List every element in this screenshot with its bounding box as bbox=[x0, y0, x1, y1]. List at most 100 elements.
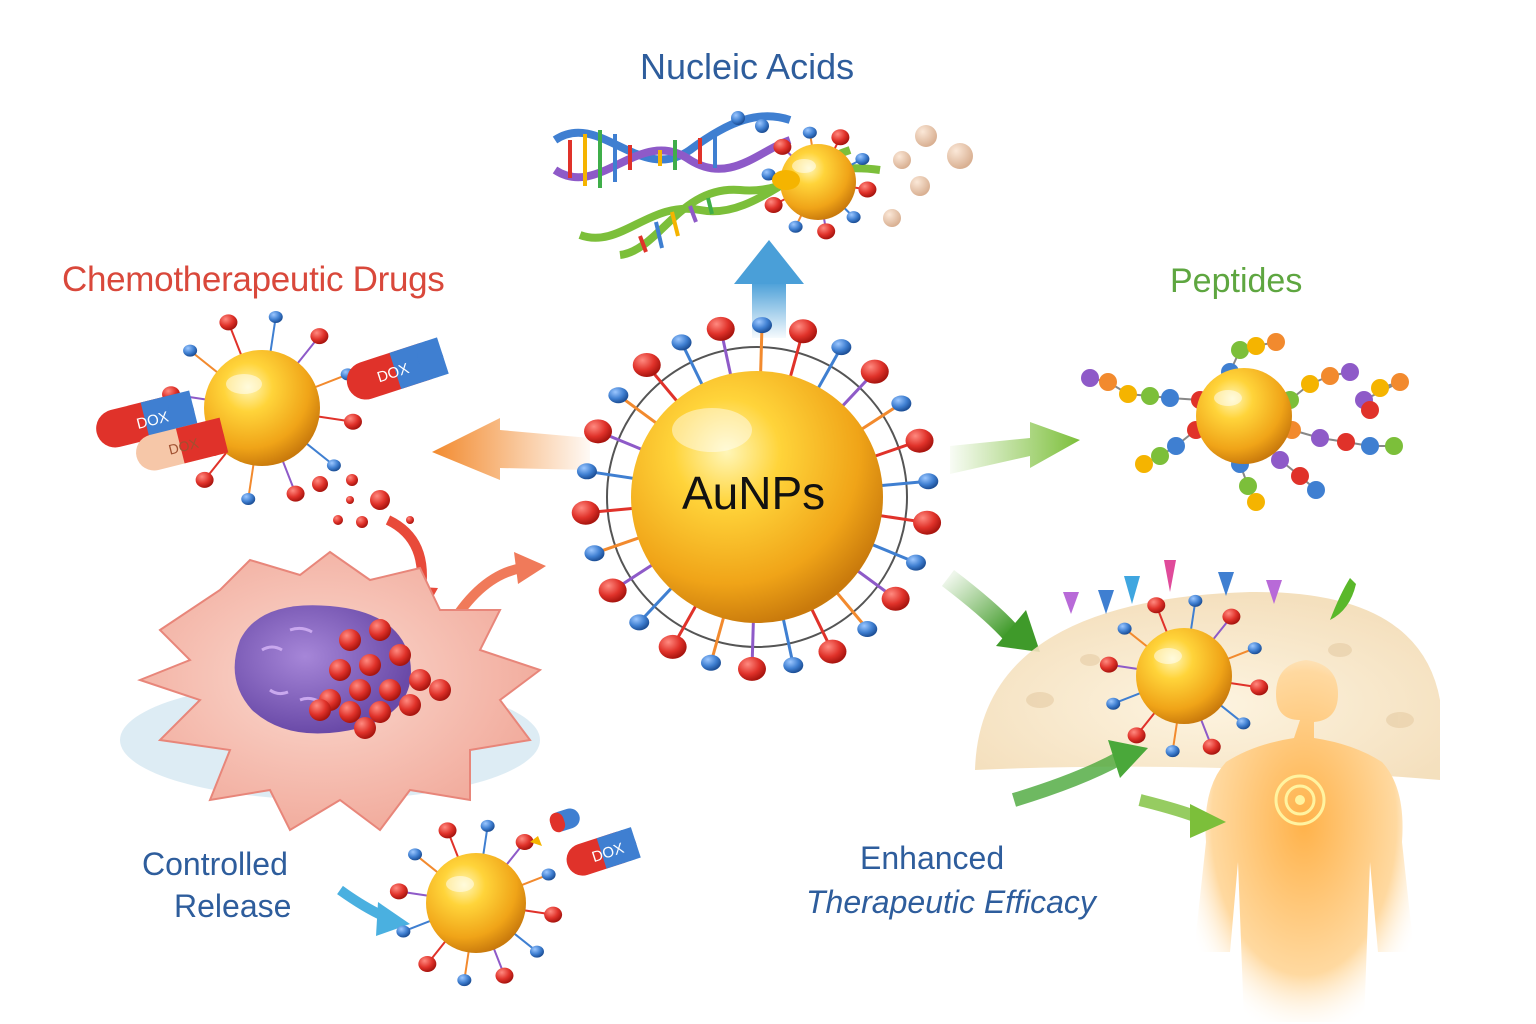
nucleic-ligand bbox=[764, 197, 783, 214]
peptide-residue bbox=[1361, 401, 1379, 419]
nucleic-ligand bbox=[831, 129, 850, 146]
center-ligand bbox=[584, 419, 613, 444]
cancer-cell bbox=[120, 550, 543, 832]
label-release: Release bbox=[174, 888, 292, 924]
drug-particle bbox=[369, 701, 391, 723]
peptide-residue bbox=[1239, 477, 1257, 495]
center-ligand bbox=[918, 473, 939, 490]
label-therapeutic-efficacy: Therapeutic Efficacy bbox=[806, 884, 1096, 920]
arrow-right-peptides bbox=[950, 422, 1080, 474]
drug-particle bbox=[409, 669, 431, 691]
peptide-residue bbox=[1135, 455, 1153, 473]
peptide-residue bbox=[1307, 481, 1325, 499]
drug-particle bbox=[359, 654, 381, 676]
drug-particle bbox=[429, 679, 451, 701]
arrow-diag-efficacy bbox=[941, 570, 1040, 652]
release-ligand bbox=[396, 925, 411, 938]
center-ligand bbox=[608, 387, 629, 404]
center-ligand bbox=[700, 654, 721, 671]
nucleic-ligand bbox=[858, 181, 877, 198]
drug-particle bbox=[339, 701, 361, 723]
drug-particle bbox=[329, 659, 351, 681]
efficacy-ligand bbox=[1222, 608, 1241, 625]
release-group: DOX bbox=[337, 808, 641, 987]
center-ligand bbox=[783, 657, 804, 674]
drug-particle bbox=[339, 629, 361, 651]
peptide-residue bbox=[1361, 437, 1379, 455]
peptide-residue bbox=[1311, 429, 1329, 447]
chemo-ligand bbox=[219, 314, 238, 331]
chemo-ligand bbox=[268, 311, 283, 324]
chemo-ligand bbox=[195, 471, 214, 488]
nucleic-ligand bbox=[846, 211, 861, 224]
chemo-ligand bbox=[183, 344, 198, 357]
arrow-left-chemo bbox=[432, 418, 590, 480]
peptide-residue bbox=[1151, 447, 1169, 465]
nucleic-ligand bbox=[802, 126, 817, 139]
release-ligand bbox=[408, 848, 423, 861]
efficacy-group bbox=[975, 560, 1440, 1022]
nucleic-ligand bbox=[788, 220, 803, 233]
drug-particle bbox=[349, 679, 371, 701]
label-controlled: Controlled bbox=[142, 846, 288, 882]
label-nucleic-acids: Nucleic Acids bbox=[640, 46, 855, 87]
peptide-residue bbox=[1119, 385, 1137, 403]
peptide-residue bbox=[1341, 363, 1359, 381]
release-ligand bbox=[438, 822, 457, 839]
center-ligand bbox=[576, 463, 597, 480]
nucleic-ligand bbox=[761, 168, 776, 181]
release-ligand bbox=[541, 868, 556, 881]
release-ligand bbox=[418, 955, 437, 972]
peptide-residue bbox=[1247, 337, 1265, 355]
center-ligand bbox=[860, 359, 889, 384]
center-ligand bbox=[891, 395, 912, 412]
efficacy-ligand bbox=[1236, 717, 1251, 730]
center-ligand bbox=[913, 510, 942, 535]
release-ligand bbox=[529, 945, 544, 958]
drug-particle bbox=[354, 717, 376, 739]
peptide-residue bbox=[1081, 369, 1099, 387]
release-ligand bbox=[495, 967, 514, 984]
center-ligand bbox=[905, 428, 934, 453]
peptide-residue bbox=[1321, 367, 1339, 385]
efficacy-ligand bbox=[1127, 727, 1146, 744]
center-ligand bbox=[831, 339, 852, 356]
center-ligand bbox=[632, 352, 661, 377]
efficacy-ligand bbox=[1106, 697, 1121, 710]
peptide-residue bbox=[1141, 387, 1159, 405]
chemo-ligand bbox=[286, 485, 305, 502]
peptide-residue bbox=[1301, 375, 1319, 393]
center-ligand bbox=[818, 639, 847, 664]
peptide-residue bbox=[1231, 341, 1249, 359]
nucleic-ligand bbox=[855, 152, 870, 165]
drug-particle bbox=[309, 699, 331, 721]
release-ligand bbox=[515, 834, 534, 851]
peptide-residue bbox=[1099, 373, 1117, 391]
peptides-group bbox=[1081, 333, 1409, 511]
peptide-residue bbox=[1167, 437, 1185, 455]
label-enhanced: Enhanced bbox=[860, 840, 1005, 876]
efficacy-ligand bbox=[1147, 597, 1166, 614]
efficacy-ligand bbox=[1202, 738, 1221, 755]
center-ligand bbox=[706, 316, 735, 341]
release-ligand bbox=[480, 819, 495, 832]
drug-particle bbox=[379, 679, 401, 701]
efficacy-ligand bbox=[1165, 745, 1180, 758]
central-aunp bbox=[571, 316, 942, 681]
center-ligand bbox=[671, 334, 692, 351]
efficacy-ligand bbox=[1099, 656, 1118, 673]
dox-label-3: DOX bbox=[167, 435, 201, 458]
peptide-residue bbox=[1271, 451, 1289, 469]
center-ligand bbox=[905, 554, 926, 571]
nucleic-ligand bbox=[817, 223, 836, 240]
efficacy-ligand bbox=[1117, 622, 1132, 635]
drug-particle bbox=[389, 644, 411, 666]
chemo-ligand bbox=[310, 328, 329, 345]
center-ligand bbox=[571, 500, 600, 525]
release-ligand bbox=[389, 883, 408, 900]
center-ligand bbox=[752, 317, 773, 334]
center-ligand bbox=[737, 656, 766, 681]
center-ligand bbox=[629, 614, 650, 631]
efficacy-ligand bbox=[1250, 679, 1269, 696]
center-ligands bbox=[571, 316, 942, 681]
